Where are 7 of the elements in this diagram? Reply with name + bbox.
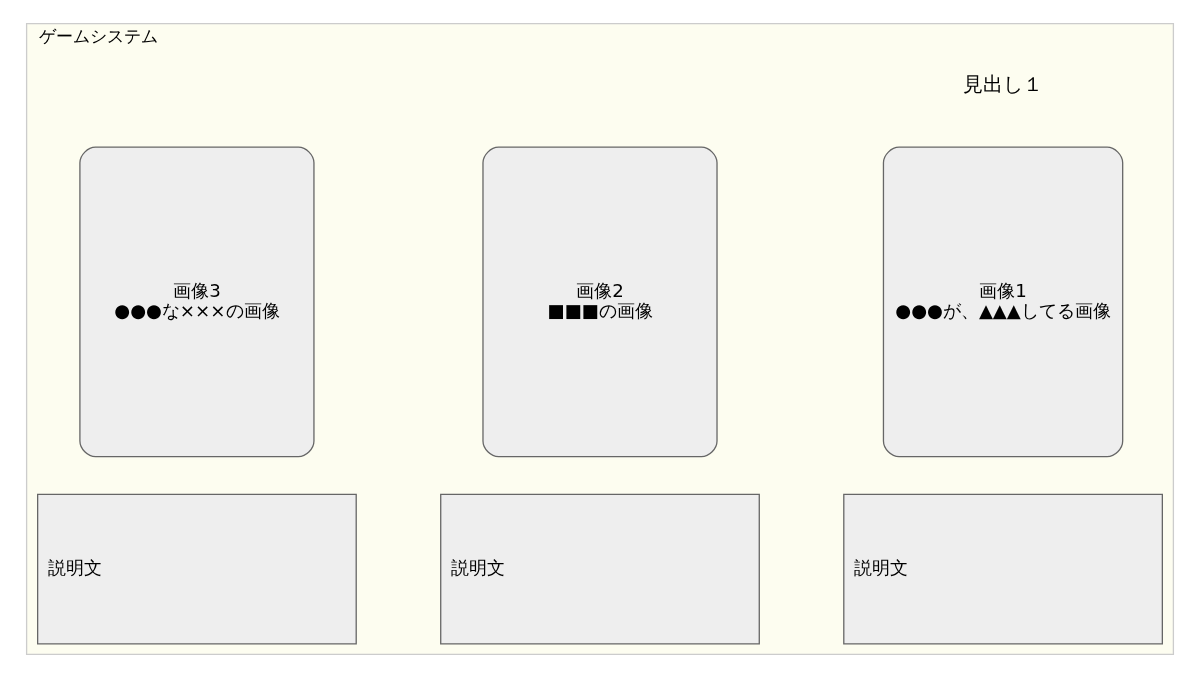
node-box: 画像1 ●●●が、▲▲▲してる画像 <box>882 146 1124 458</box>
node-box: 説明文 <box>37 493 357 645</box>
node-box: 画像2 ■■■の画像 <box>482 146 718 458</box>
label: 見出し１ <box>963 72 1044 96</box>
node-box: 画像3 ●●●な×××の画像 <box>79 146 315 458</box>
node-box: 説明文 <box>440 493 760 645</box>
node-box: 説明文 <box>843 493 1163 645</box>
